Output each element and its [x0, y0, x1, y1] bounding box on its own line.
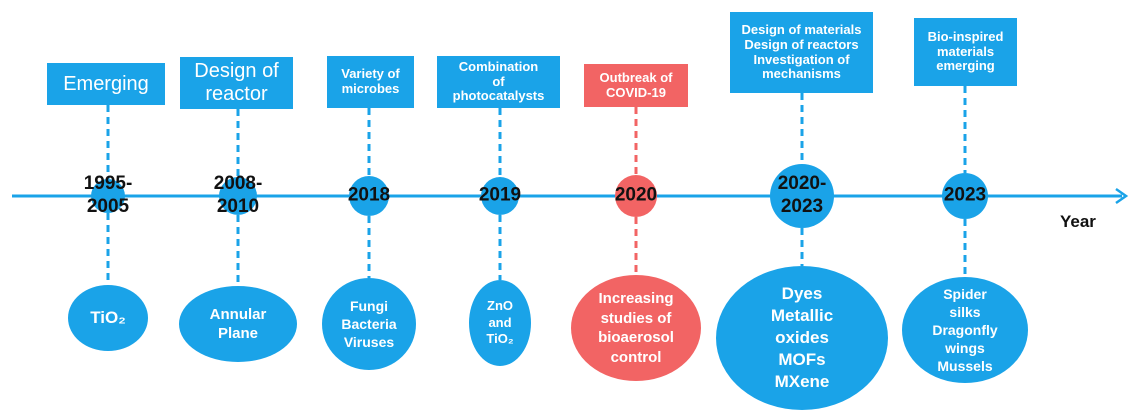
label-line: Plane: [217, 325, 259, 342]
label-line: Design of materials: [741, 21, 862, 37]
label-line: studies of: [600, 309, 672, 327]
label-line: Annular: [209, 305, 267, 323]
label-line: materials: [936, 43, 995, 59]
label-line: Mussels: [937, 358, 993, 375]
label-line: oxides: [775, 327, 829, 347]
label-line: bioaerosol: [598, 329, 674, 346]
timeline-node: [942, 173, 988, 219]
label-line: Metallic: [770, 305, 834, 325]
label-line: reactor: [205, 83, 268, 105]
label-line: Bio-inspired: [927, 28, 1004, 44]
label-line: Viruses: [343, 334, 395, 351]
timeline-node: [481, 177, 519, 215]
label-line: COVID-19: [606, 84, 666, 100]
timeline-node: [615, 175, 657, 217]
year-label: 1995- 2005: [83, 173, 133, 217]
label-line: Outbreak of: [599, 69, 673, 85]
timeline-node: [91, 179, 125, 213]
year-label: 2018: [347, 184, 391, 206]
event-label-box: Emerging: [47, 63, 165, 105]
label-line: control: [610, 348, 662, 366]
label-line: microbes: [341, 81, 400, 96]
year-label: 2019: [478, 184, 522, 206]
label-line: Emerging: [63, 72, 149, 95]
label-line: Design of: [194, 60, 279, 82]
year-label: 2020- 2023: [777, 173, 827, 217]
timeline-node: [770, 164, 834, 228]
label-line: silks: [949, 303, 981, 320]
label-line: Combination: [458, 58, 539, 74]
label-line: Bacteria: [341, 315, 397, 332]
label-line: MXene: [774, 372, 830, 392]
label-line: Increasing: [598, 290, 674, 307]
timeline-node: [219, 177, 257, 215]
label-line: Spider: [943, 285, 987, 302]
label-line: mechanisms: [762, 66, 841, 82]
label-line: Dyes: [781, 283, 823, 303]
label-line: Fungi: [349, 297, 389, 314]
year-axis-label: Year: [1060, 212, 1096, 231]
axis-arrow-icon: [1115, 187, 1129, 205]
label-line: TiO₂: [90, 307, 126, 327]
year-label: 2020: [614, 184, 658, 206]
label-line: emerging: [936, 58, 995, 74]
label-line: Design of reactors: [744, 36, 859, 52]
label-line: of: [492, 73, 505, 89]
example-oval: Increasing studies of bioaerosol control: [571, 275, 701, 381]
label-line: and: [488, 314, 512, 330]
label-line: ZnO: [487, 297, 513, 313]
label-line: Investigation of: [753, 51, 850, 67]
timeline-node: [349, 176, 389, 216]
label-line: MOFs: [778, 350, 826, 370]
label-line: photocatalysts: [452, 88, 545, 104]
label-line: Variety of: [341, 66, 400, 82]
year-label: 2008- 2010: [213, 173, 263, 217]
label-line: Dragonfly: [932, 321, 998, 338]
year-label: 2023: [943, 184, 987, 206]
example-oval: TiO₂: [68, 285, 148, 351]
label-line: TiO₂: [486, 331, 514, 347]
label-line: wings: [945, 340, 985, 357]
